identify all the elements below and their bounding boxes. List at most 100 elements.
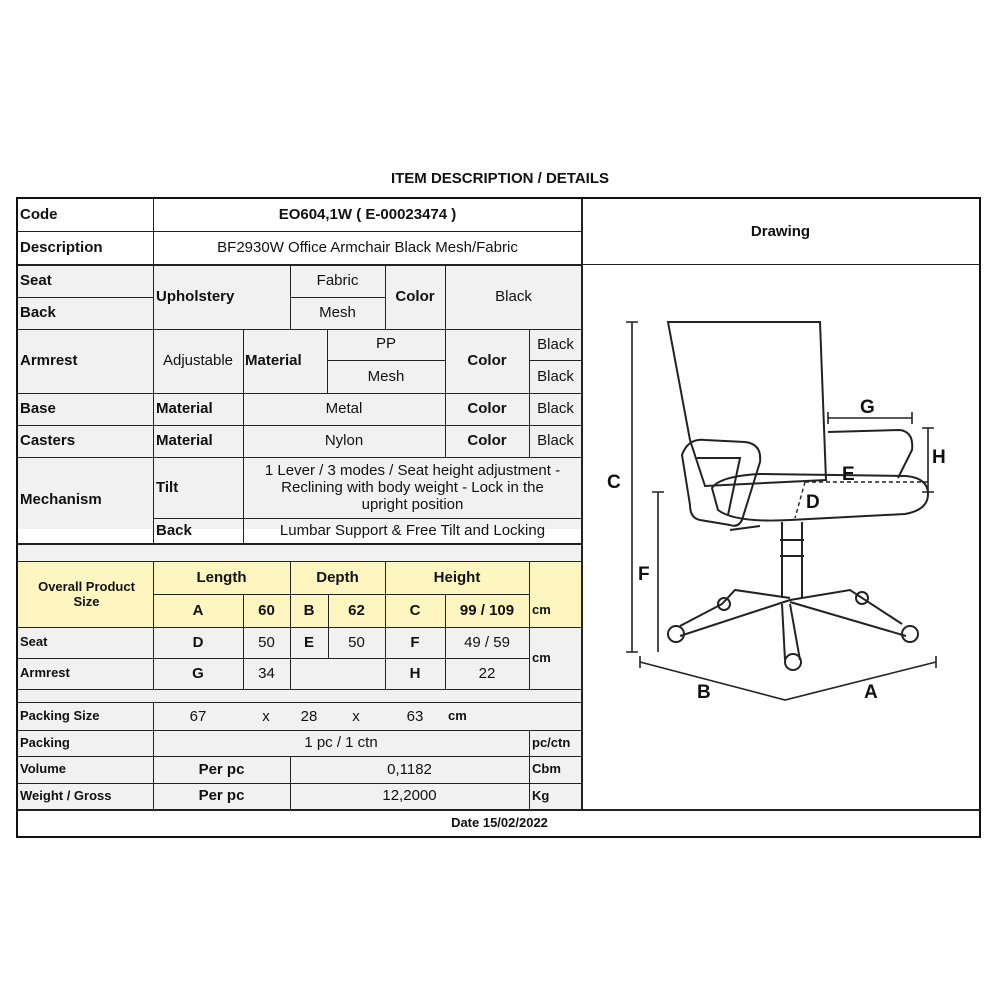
chair-gas-lift (781, 522, 803, 598)
overall-line-1: Overall Product (38, 578, 135, 594)
armrest-material-1: PP (375, 335, 396, 353)
dim-line-C (626, 321, 638, 653)
casters-material-label: Material (156, 432, 213, 450)
packing-value: 1 pc / 1 ctn (304, 734, 378, 752)
chair-base (679, 588, 907, 661)
armrest-material-label: Material (245, 352, 302, 370)
packing-size-unit: cm (448, 708, 467, 724)
armrest-color-2: Black (537, 368, 574, 386)
tilt-label: Tilt (156, 478, 179, 496)
drawing-letter-D: D (806, 492, 820, 513)
base-color-label: Color (467, 400, 507, 418)
caster (717, 597, 731, 611)
dim-D-letter: D (192, 633, 204, 651)
armrest-color-1: Black (537, 336, 574, 354)
dim-E-letter: E (303, 633, 314, 651)
dim-line-D (794, 481, 806, 519)
packing-size-x1: x (262, 707, 270, 725)
base-color: Black (537, 400, 574, 418)
tilt-line-1: 1 Lever / 3 modes / Seat height adjustme… (264, 461, 561, 479)
seat-back-color-label: Color (395, 288, 435, 306)
volume-per: Per pc (198, 760, 245, 778)
seat-label: Seat (20, 272, 52, 290)
packing-size-height: 63 (406, 707, 424, 725)
dim-D-value: 50 (258, 633, 275, 651)
chair-seat (710, 472, 930, 522)
drawing-letter-A: A (864, 682, 878, 703)
caster (667, 625, 685, 643)
casters-color: Black (537, 432, 574, 450)
seat-armrest-unit: cm (532, 649, 551, 665)
armrest-type: Adjustable (162, 352, 234, 370)
base-label: Base (20, 400, 56, 418)
armrest-dims-label: Armrest (20, 665, 70, 681)
back-label: Back (20, 304, 56, 322)
volume-unit: Cbm (532, 761, 561, 777)
depth-header: Depth (316, 569, 359, 587)
dim-A-value: 60 (258, 601, 275, 619)
overall-size-label: Overall Product Size (20, 562, 153, 627)
armrest-color-label: Color (467, 352, 507, 370)
weight-label: Weight / Gross (20, 787, 112, 803)
packing-unit: pc/ctn (532, 734, 571, 750)
dim-B-letter: B (303, 601, 315, 619)
dim-H-letter: H (409, 664, 421, 682)
dim-line-AB (639, 656, 937, 701)
caster (855, 591, 869, 605)
tilt-description: 1 Lever / 3 modes / Seat height adjustme… (243, 457, 582, 518)
back-material: Mesh (319, 304, 356, 322)
chair-backrest (666, 321, 828, 488)
weight-value: 12,2000 (382, 787, 437, 805)
dim-G-value: 34 (258, 664, 275, 682)
drawing-letter-C: C (607, 472, 621, 493)
base-material-label: Material (156, 400, 213, 418)
upholstery-label: Upholstery (156, 288, 235, 306)
height-header: Height (433, 569, 481, 587)
packing-size-x2: x (352, 707, 360, 725)
mechanism-label: Mechanism (20, 491, 102, 509)
base-material: Metal (325, 400, 363, 418)
casters-label: Casters (20, 432, 76, 450)
mechanism-back-value: Lumbar Support & Free Tilt and Locking (279, 521, 546, 539)
volume-label: Volume (20, 761, 66, 777)
dim-H-value: 22 (478, 664, 496, 682)
weight-unit: Kg (532, 787, 550, 803)
dim-E-value: 50 (348, 633, 365, 651)
dim-line-G (827, 412, 913, 424)
mechanism-back-label: Back (156, 521, 192, 539)
dim-F-letter: F (410, 633, 420, 651)
chair-armrest-right (827, 428, 914, 479)
seat-material: Fabric (316, 272, 359, 290)
armrest-label: Armrest (20, 352, 78, 370)
code-label: Code (20, 206, 58, 224)
dim-C-value: 99 / 109 (459, 601, 515, 619)
chair-armrest-left (680, 438, 762, 527)
overall-unit: cm (532, 602, 551, 618)
casters-material: Nylon (324, 432, 364, 450)
dim-A-letter: A (192, 601, 204, 619)
drawing-letter-F: F (638, 564, 650, 585)
overall-line-2: Size (73, 593, 100, 609)
description-label: Description (20, 239, 103, 257)
packing-label: Packing (20, 734, 70, 750)
tilt-line-3: upright position (361, 496, 464, 514)
drawing-letter-G: G (860, 397, 875, 418)
drawing-letter-H: H (932, 447, 946, 468)
code-value: EO604,1W ( E-00023474 ) (278, 206, 457, 224)
armrest-material-2: Mesh (367, 368, 405, 386)
document-title: ITEM DESCRIPTION / DETAILS (390, 170, 610, 187)
drawing-letter-B: B (697, 682, 711, 703)
length-header: Length (196, 569, 247, 587)
details-sheet (16, 197, 981, 838)
caster (784, 653, 802, 671)
dim-F-value: 49 / 59 (464, 633, 510, 651)
caster (901, 625, 919, 643)
seat-back-color: Black (495, 288, 532, 306)
packing-size-width: 28 (300, 707, 318, 725)
casters-color-label: Color (467, 432, 507, 450)
drawing-letter-E: E (842, 464, 855, 485)
drawing-header: Drawing (750, 223, 811, 241)
dim-G-letter: G (192, 664, 204, 682)
description-value: BF2930W Office Armchair Black Mesh/Fabri… (217, 239, 518, 257)
